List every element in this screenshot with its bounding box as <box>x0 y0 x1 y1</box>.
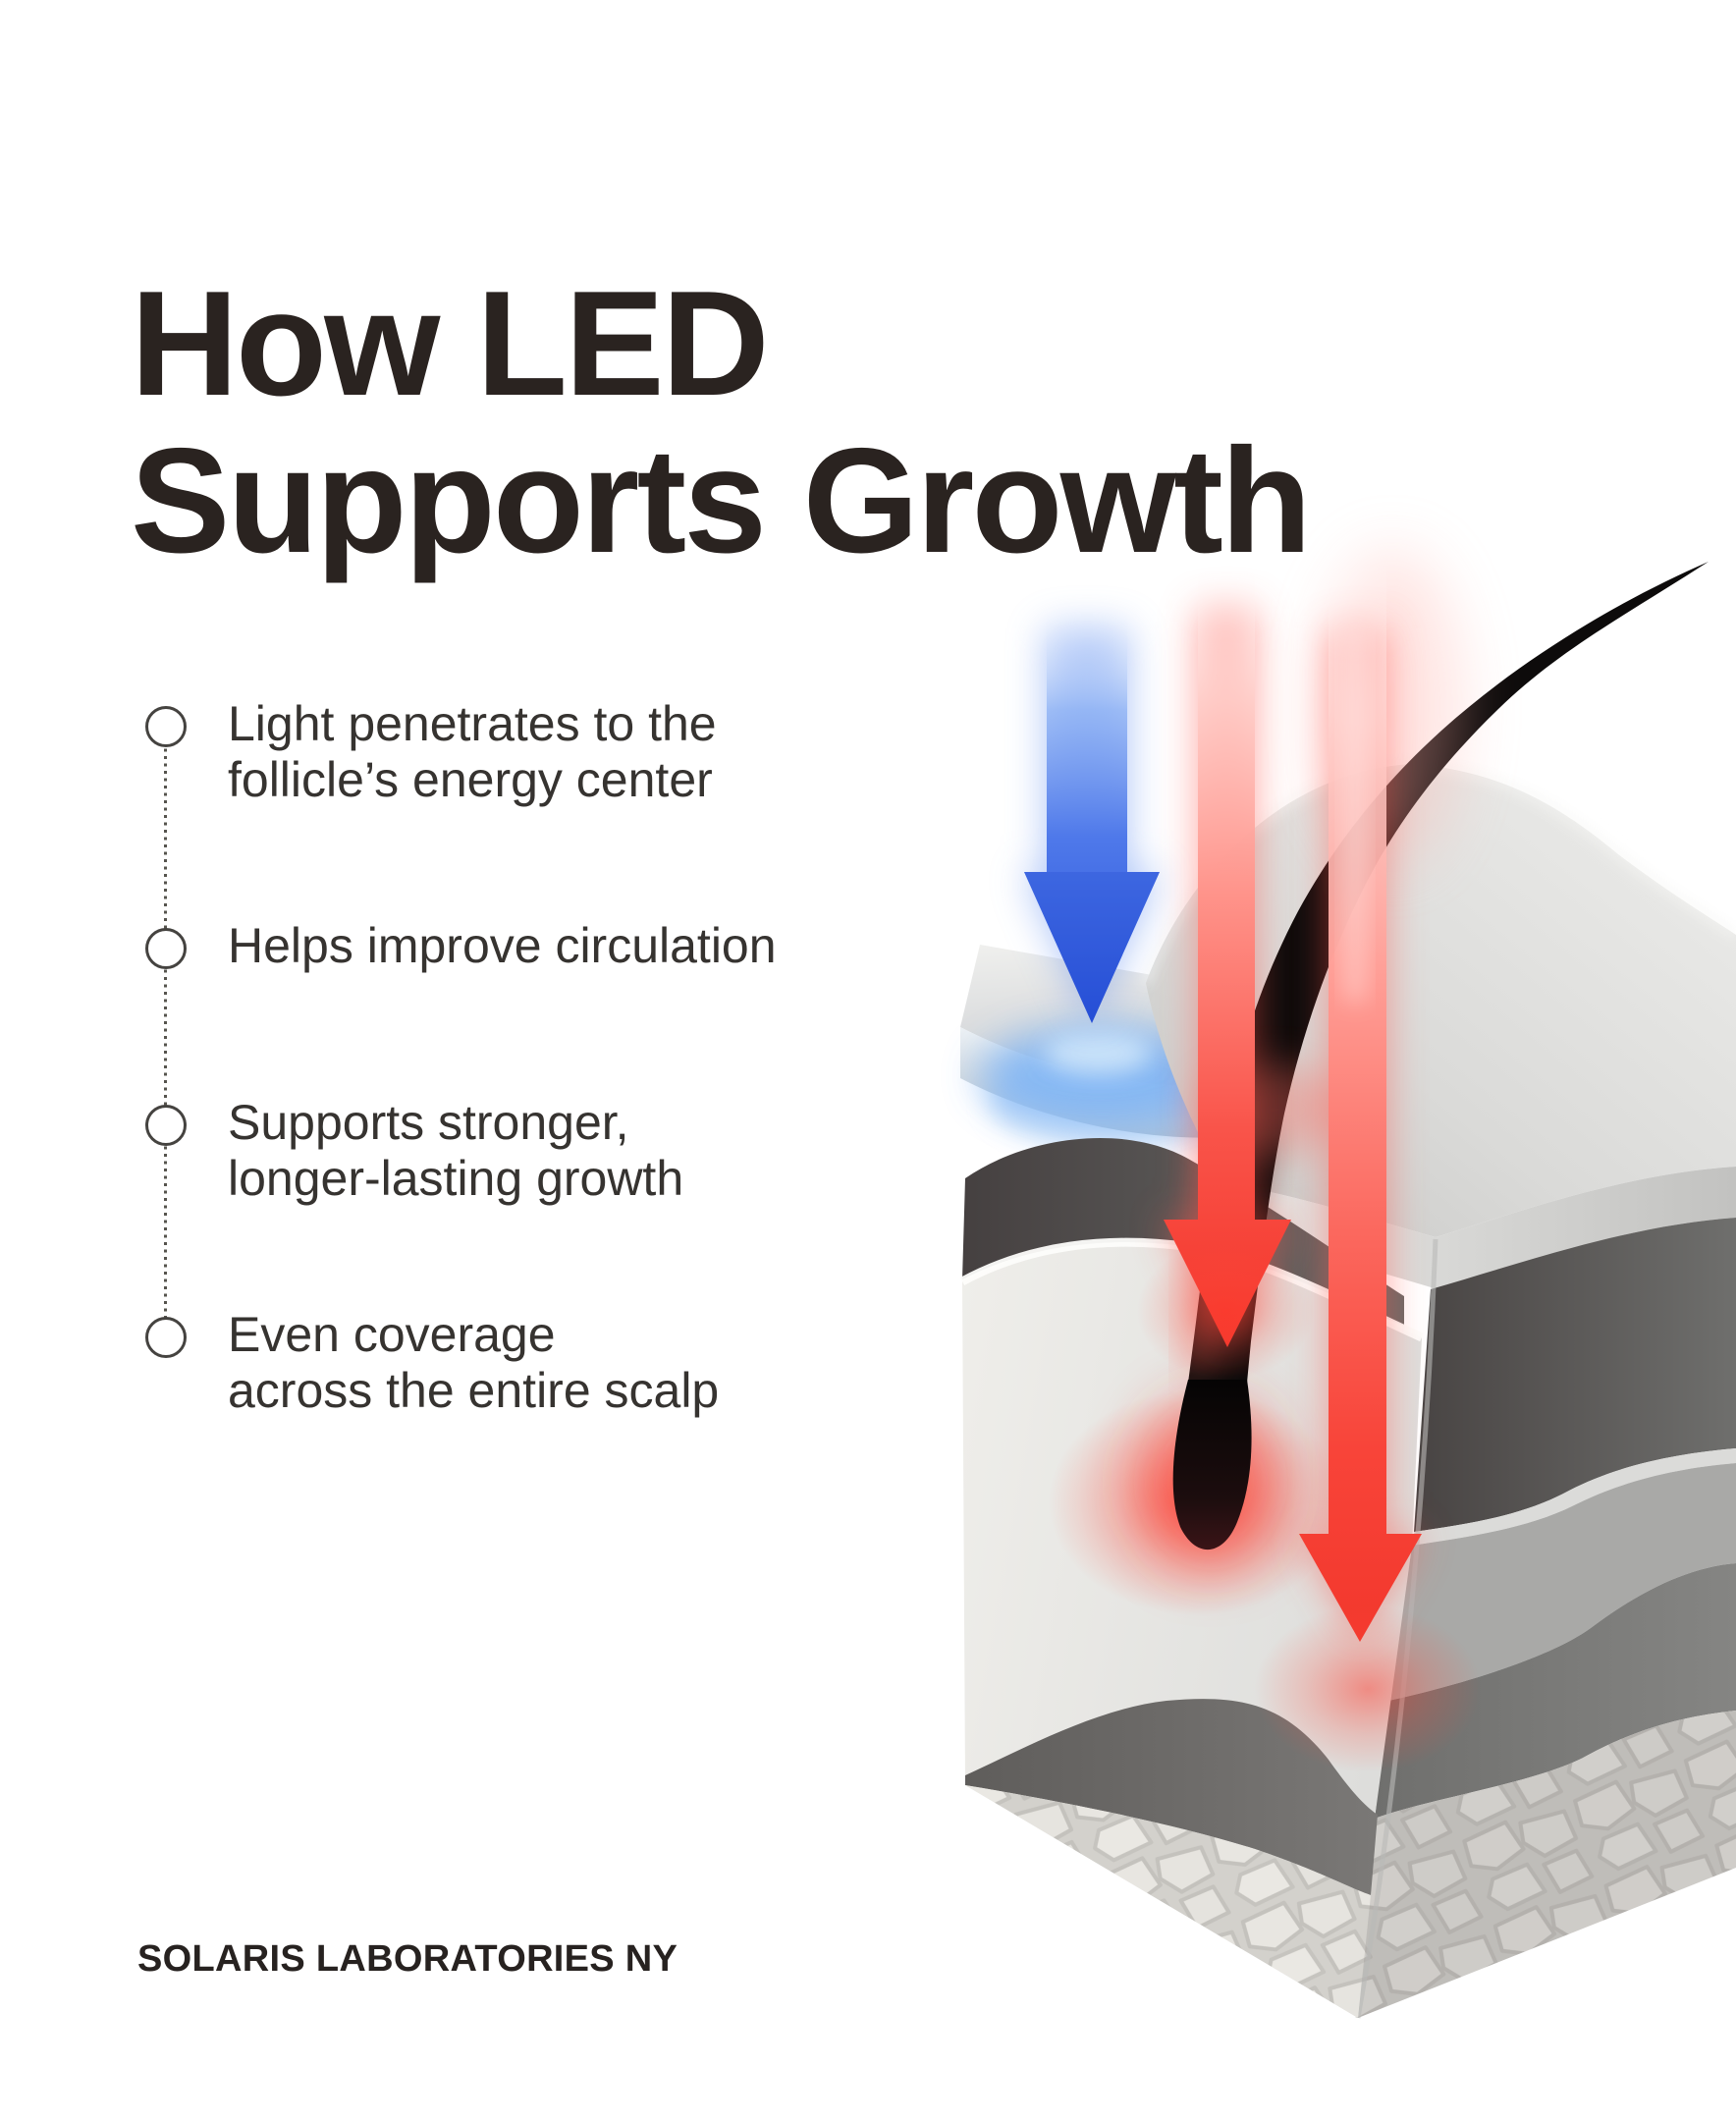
page-title-line-1: How LED <box>131 260 770 427</box>
page-title-line-2: Supports Growth <box>131 417 1312 585</box>
blue-light-arrow-icon <box>1024 604 1160 1023</box>
skin-strata-band-deep <box>1375 1563 1736 1819</box>
subcutaneous-dark-band <box>965 1699 1378 1895</box>
red-arrow-2-tip-glow <box>1255 1605 1481 1772</box>
skin-strata-band-mid <box>1388 1463 1736 1701</box>
skin-strata-light-line <box>1412 1448 1736 1546</box>
benefit-item-1: Light penetrates to the follicle’s energ… <box>228 696 717 807</box>
fat-cobblestone-front <box>965 1785 1371 2018</box>
bullet-marker-1 <box>145 706 187 747</box>
benefit-item-3: Supports stronger, longer-lasting growth <box>228 1095 684 1206</box>
fat-cobblestone-right <box>1358 1711 1736 2018</box>
blue-light-surface-glow <box>980 1026 1225 1124</box>
follicle-bulb-icon <box>1172 1380 1252 1550</box>
brand-footer: SOLARIS LABORATORIES NY <box>137 1938 678 1980</box>
blue-light-surface-hotspot <box>1044 1031 1152 1074</box>
skin-strata-band-dark <box>1414 1218 1736 1532</box>
timeline-dotted-connector <box>164 741 167 1326</box>
bullet-marker-2 <box>145 928 187 969</box>
bullet-marker-4 <box>145 1317 187 1358</box>
red-light-arrow-icon-2 <box>1299 560 1422 1642</box>
benefit-item-4: Even coverage across the entire scalp <box>228 1307 720 1418</box>
benefit-item-2: Helps improve circulation <box>228 918 777 973</box>
bullet-marker-3 <box>145 1105 187 1146</box>
scalp-cross-section-illustration <box>959 550 1736 2019</box>
red-arrow-1-tip-glow <box>1137 1242 1314 1380</box>
page-title: How LED Supports Growth <box>131 260 1312 585</box>
fat-cobblestone-right-shade <box>1358 1711 1736 2018</box>
